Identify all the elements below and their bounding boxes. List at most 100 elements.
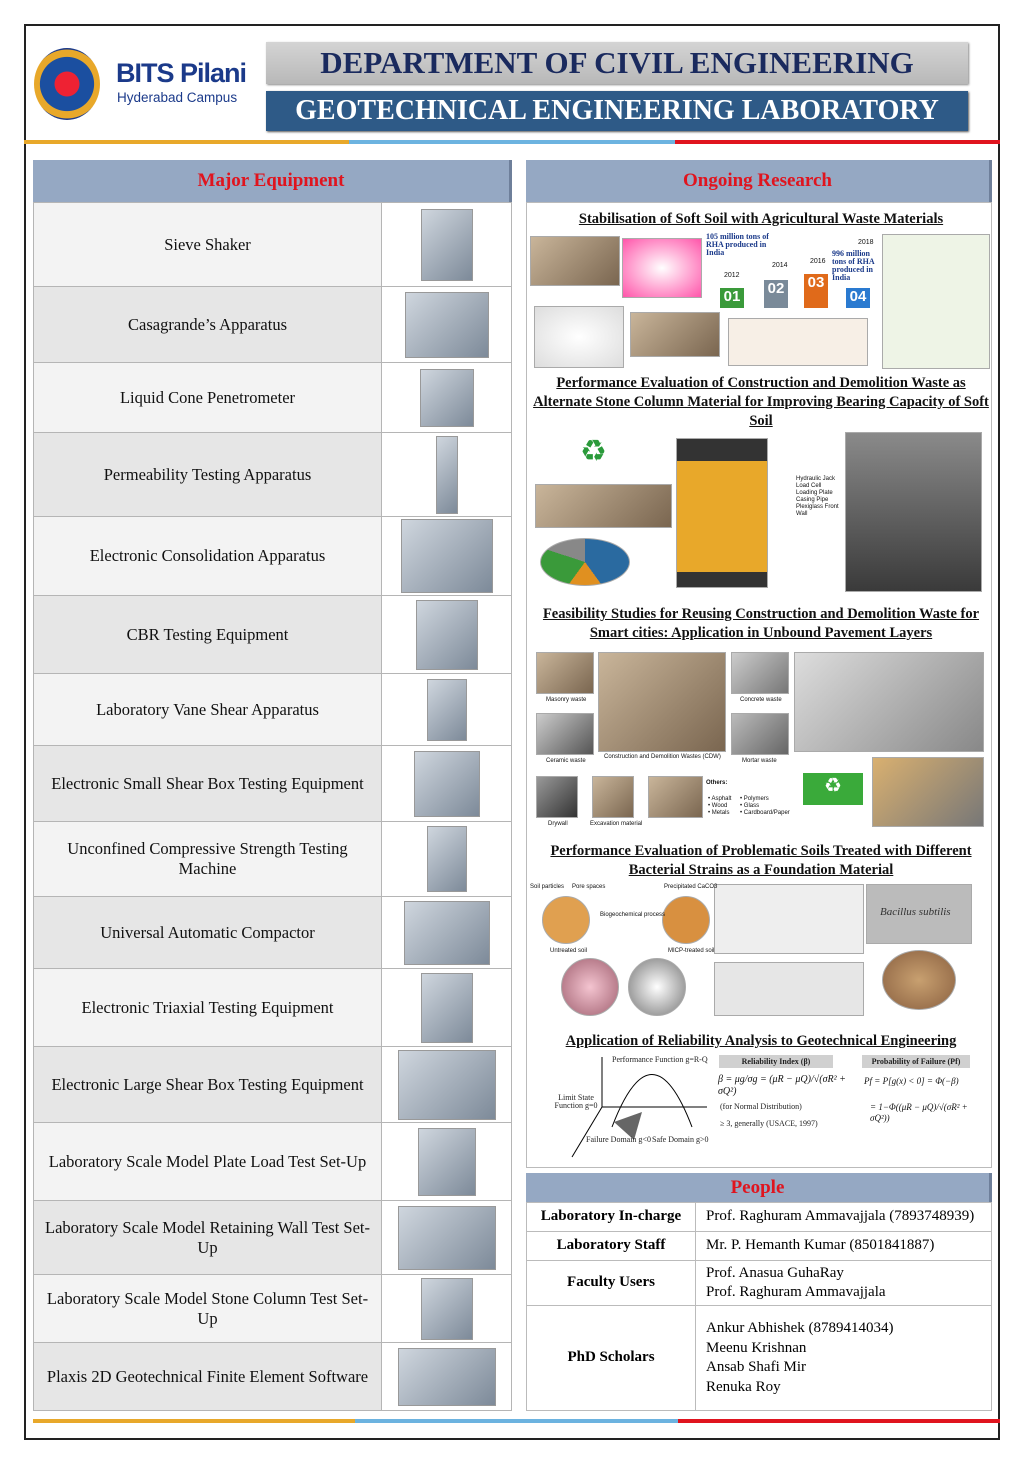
equipment-photo-cell: [381, 1046, 512, 1123]
equipment-name: Laboratory Vane Shear Apparatus: [33, 673, 382, 746]
demolition-photo: [872, 757, 984, 827]
equipment-name: Electronic Small Shear Box Testing Equip…: [33, 745, 382, 822]
lab-banner: GEOTECHNICAL ENGINEERING LABORATORY: [266, 91, 968, 131]
equipment-photo: [419, 368, 474, 427]
research-panel: [526, 202, 992, 1168]
rha-2018-note: 996 million tons of RHA produced in Indi…: [832, 250, 878, 282]
caption: Ceramic waste: [546, 758, 586, 764]
person: Meenu Krishnan: [706, 1339, 807, 1356]
equipment-row: Liquid Cone Penetrometer: [33, 362, 512, 433]
caption: Pore spaces: [572, 884, 606, 890]
equipment-photo-cell: [381, 1274, 512, 1343]
ceramic-waste-photo: [536, 713, 594, 755]
footer-stripe: [33, 1419, 1000, 1423]
bacillus-photo: [866, 884, 972, 944]
people-heading: People: [526, 1173, 992, 1202]
stone-column-setup-diagram: [676, 438, 768, 588]
formula: β = μg/σg = (μR − μQ)/√(σR² + σQ²): [718, 1074, 846, 1097]
equipment-row: CBR Testing Equipment: [33, 595, 512, 674]
caption: ≥ 3, generally (USACE, 1997): [720, 1119, 818, 1128]
caption: Untreated soil: [550, 948, 588, 954]
person: Prof. Raghuram Ammavajjala: [706, 1284, 886, 1300]
rha-economy-diagram: [728, 318, 868, 366]
equipment-photo-cell: [381, 362, 512, 433]
equipment-row: Electronic Large Shear Box Testing Equip…: [33, 1046, 512, 1123]
rha-process-flow: [882, 234, 990, 369]
caption: Failure Domain g<0: [586, 1135, 651, 1144]
equipment-photo: [400, 519, 493, 593]
year-label: 2012: [724, 272, 740, 279]
equipment-row: Electronic Small Shear Box Testing Equip…: [33, 745, 512, 822]
equipment-name: Liquid Cone Penetrometer: [33, 362, 382, 433]
caption: Excavation material: [590, 821, 643, 827]
equipment-name: Unconfined Compressive Strength Testing …: [33, 821, 382, 897]
equipment-photo: [415, 599, 478, 670]
other-waste-photo: [648, 776, 703, 818]
project-title-4: Performance Evaluation of Problematic So…: [550, 843, 972, 878]
equipment-row: Laboratory Vane Shear Apparatus: [33, 673, 512, 746]
caption: MICP-treated soil: [668, 948, 715, 954]
header-stripe: [24, 140, 1000, 144]
equipment-photo: [417, 1127, 476, 1196]
equipment-photo: [420, 1277, 473, 1340]
department-banner: DEPARTMENT OF CIVIL ENGINEERING: [266, 42, 968, 84]
equipment-photo: [404, 291, 489, 358]
equipment-photo-cell: [381, 896, 512, 969]
equipment-row: Laboratory Scale Model Stone Column Test…: [33, 1274, 512, 1343]
person: Prof. Anasua GuhaRay: [706, 1264, 844, 1281]
reliability-surface-diagram: [571, 1057, 707, 1158]
caption: Safe Domain g>0: [652, 1135, 709, 1144]
lab-test-photos: [714, 962, 864, 1016]
equipment-photo-cell: [381, 745, 512, 822]
caption: Limit State Function g=0: [554, 1093, 598, 1110]
equipment-photo: [403, 900, 490, 965]
equipment-name: Laboratory Scale Model Stone Column Test…: [33, 1274, 382, 1343]
drywall-photo: [536, 776, 578, 818]
bits-logo-emblem: [34, 48, 100, 120]
project-title-1: Stabilisation of Soft Soil with Agricult…: [578, 211, 944, 227]
equipment-photo-cell: [381, 516, 512, 596]
equipment-name: Plaxis 2D Geotechnical Finite Element So…: [33, 1342, 382, 1411]
step-badge: 03: [804, 274, 828, 308]
equipment-name: Permeability Testing Apparatus: [33, 432, 382, 517]
aggregate-photos: [535, 484, 672, 528]
pavement-lab-photo: [794, 652, 984, 752]
year-label: 2018: [858, 239, 874, 246]
people-role: Laboratory In-charge: [526, 1202, 696, 1232]
equipment-name: Universal Automatic Compactor: [33, 896, 382, 969]
equipment-row: Electronic Triaxial Testing Equipment: [33, 968, 512, 1047]
year-label: 2014: [772, 262, 788, 269]
caption: Performance Function g=R-Q: [612, 1055, 708, 1064]
equipment-name: Electronic Triaxial Testing Equipment: [33, 968, 382, 1047]
equipment-photo-cell: [381, 1200, 512, 1275]
step-badge: 02: [764, 280, 788, 308]
project-title-3: Feasibility Studies for Reusing Construc…: [542, 606, 980, 641]
equipment-row: Laboratory Scale Model Retaining Wall Te…: [33, 1200, 512, 1275]
stone-column-lab-photo: [845, 432, 982, 592]
equipment-name: Electronic Large Shear Box Testing Equip…: [33, 1046, 382, 1123]
people-names: Ankur Abhishek (8789414034)Meenu Krishna…: [695, 1305, 992, 1411]
equipment-row: Casagrande’s Apparatus: [33, 286, 512, 363]
caption: Masonry waste: [546, 697, 587, 703]
project-title-2: Performance Evaluation of Construction a…: [533, 375, 989, 429]
equipment-heading: Major Equipment: [33, 160, 512, 202]
caption: Soil particles: [530, 884, 565, 890]
equipment-photo: [397, 1347, 496, 1406]
project-title-5: Application of Reliability Analysis to G…: [565, 1033, 957, 1049]
equipment-photo: [413, 750, 480, 817]
equipment-photo-cell: [381, 1122, 512, 1201]
rice-husk-photo: [530, 236, 620, 286]
equipment-name: Electronic Consolidation Apparatus: [33, 516, 382, 596]
caption: Reliability Index (β): [719, 1055, 833, 1068]
excavation-photo: [592, 776, 634, 818]
petri-dish-photo: [628, 958, 686, 1016]
micp-soil-diagram: [662, 896, 710, 944]
equipment-photo: [420, 972, 473, 1043]
equipment-row: Unconfined Compressive Strength Testing …: [33, 821, 512, 897]
people-role: Laboratory Staff: [526, 1231, 696, 1261]
cdw-pie-chart: [540, 538, 630, 586]
equipment-row: Laboratory Scale Model Plate Load Test S…: [33, 1122, 512, 1201]
